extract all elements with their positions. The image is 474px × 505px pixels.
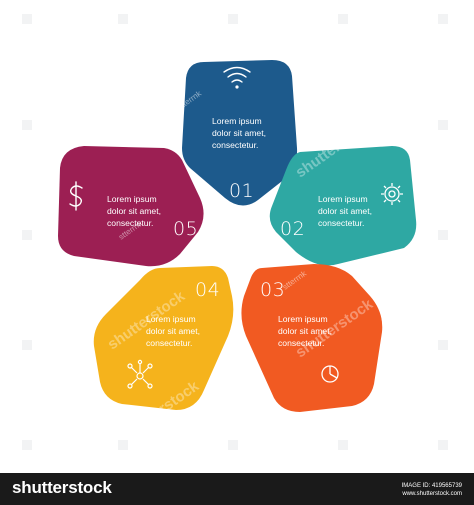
- pie-chart-icon: [321, 365, 339, 383]
- dollar-icon: [69, 181, 83, 211]
- shutterstock-logo: shutterstock: [12, 478, 112, 497]
- petal-01-shape: [182, 60, 298, 206]
- petal-02-line-2: dolor sit amet,: [318, 206, 372, 216]
- petal-04-number: 04: [195, 279, 220, 301]
- site-url: www.shutterstock.com: [402, 491, 462, 497]
- petal-04-shape: [93, 266, 234, 410]
- petal-03: Lorem ipsum dolor sit amet, consectetur.…: [241, 264, 383, 412]
- petal-05-number: 05: [173, 218, 198, 240]
- wifi-icon: [223, 66, 251, 89]
- gear-icon: [381, 183, 403, 205]
- petal-05-line-2: dolor sit amet,: [107, 206, 161, 216]
- petal-05: Lorem ipsum dolor sit amet, consectetur.…: [58, 146, 204, 267]
- footer-bar: shutterstock IMAGE ID: 419565739 www.shu…: [0, 473, 474, 505]
- petal-02: Lorem ipsum dolor sit amet, consectetur.…: [269, 146, 417, 266]
- petal-01-line-3: consectetur.: [212, 140, 258, 150]
- petal-04: Lorem ipsum dolor sit amet, consectetur.…: [93, 266, 234, 410]
- petal-02-number: 02: [280, 218, 305, 240]
- petal-02-shape: [269, 146, 417, 266]
- petal-01: Lorem ipsum dolor sit amet, consectetur.…: [182, 60, 298, 206]
- petal-04-line-1: Lorem ipsum: [146, 314, 196, 324]
- petal-02-line-1: Lorem ipsum: [318, 194, 368, 204]
- petal-03-shape: [241, 264, 383, 412]
- petal-03-number: 03: [260, 279, 285, 301]
- background-watermark: [22, 14, 448, 450]
- petal-03-line-1: Lorem ipsum: [278, 314, 328, 324]
- petal-01-line-1: Lorem ipsum: [212, 116, 262, 126]
- image-id-label: IMAGE ID: 419565739: [401, 483, 462, 489]
- petal-04-line-3: consectetur.: [146, 338, 192, 348]
- petal-05-line-3: consectetur.: [107, 218, 153, 228]
- network-icon: [127, 359, 153, 389]
- image-id-block: IMAGE ID: 419565739 www.shutterstock.com: [402, 482, 462, 498]
- petal-03-line-3: consectetur.: [278, 338, 324, 348]
- petal-02-line-3: consectetur.: [318, 218, 364, 228]
- petal-03-line-2: dolor sit amet,: [278, 326, 332, 336]
- petal-05-shape: [58, 146, 204, 267]
- petal-04-line-2: dolor sit amet,: [146, 326, 200, 336]
- petal-01-line-2: dolor sit amet,: [212, 128, 266, 138]
- petal-05-line-1: Lorem ipsum: [107, 194, 157, 204]
- petal-01-number: 01: [229, 180, 254, 202]
